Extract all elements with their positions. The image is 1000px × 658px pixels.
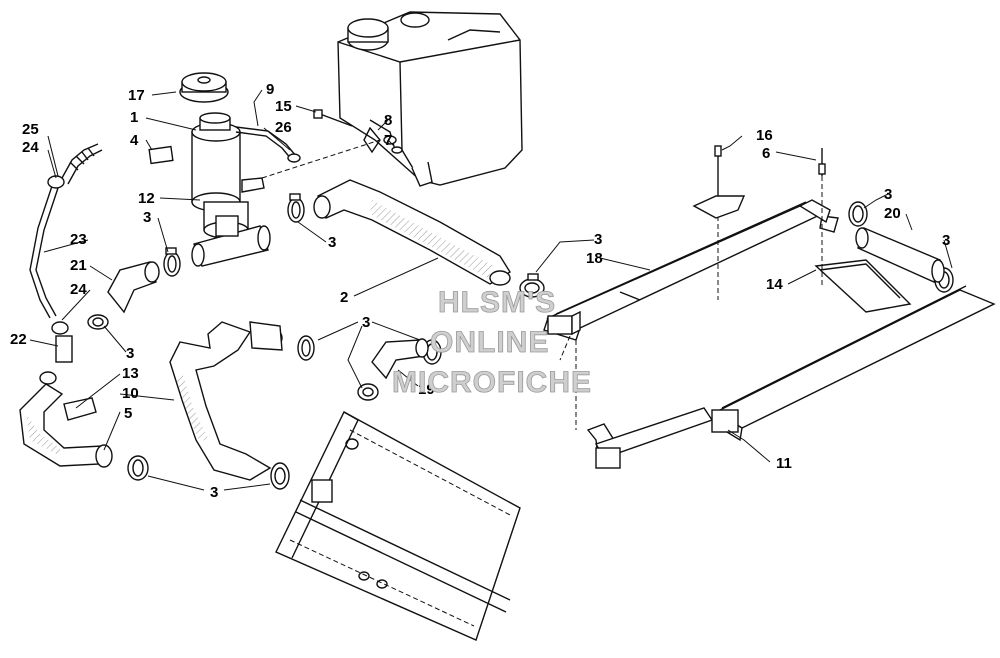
elbow-hose xyxy=(371,338,429,380)
callout-6: 6 xyxy=(762,145,770,162)
reservoir-tank xyxy=(337,11,523,187)
callout-21: 21 xyxy=(70,257,87,274)
callout-16: 16 xyxy=(756,127,773,144)
callout-24a: 24 xyxy=(22,139,39,156)
callout-23: 23 xyxy=(70,231,87,248)
callout-2: 2 xyxy=(340,289,348,306)
callout-19: 19 xyxy=(418,381,435,398)
callout-15: 15 xyxy=(275,98,292,115)
callout-3f: 3 xyxy=(362,314,370,331)
callout-3d: 3 xyxy=(328,234,336,251)
hose-clamps xyxy=(39,193,954,490)
callout-26: 26 xyxy=(275,119,292,136)
radiator-panel xyxy=(275,411,521,641)
callout-25: 25 xyxy=(22,121,39,138)
callout-3a: 3 xyxy=(143,209,151,226)
left-hoses xyxy=(19,143,283,481)
callout-11: 11 xyxy=(776,455,792,472)
callout-20: 20 xyxy=(884,205,901,222)
callout-10: 10 xyxy=(122,385,139,402)
callout-18: 18 xyxy=(586,250,603,267)
callout-17: 17 xyxy=(128,87,145,104)
callout-14: 14 xyxy=(766,276,783,293)
callout-8: 8 xyxy=(384,112,392,129)
callout-3c: 3 xyxy=(210,484,218,501)
callout-24b: 24 xyxy=(70,281,87,298)
watermark-line-2: ONLINE xyxy=(430,326,549,359)
callout-9: 9 xyxy=(266,81,274,98)
callout-3g: 3 xyxy=(884,186,892,203)
watermark: HLSM'S ONLINE MICROFICHE xyxy=(392,286,592,400)
callout-7: 7 xyxy=(384,132,392,149)
callout-22: 22 xyxy=(10,331,27,348)
callout-13: 13 xyxy=(122,365,139,382)
callout-labels: 17 1 4 12 3 9 15 26 8 7 25 24 23 21 24 2… xyxy=(10,81,950,501)
callout-3h: 3 xyxy=(942,232,950,249)
callout-3e: 3 xyxy=(594,231,602,248)
upper-hose xyxy=(191,179,511,286)
callout-5: 5 xyxy=(124,405,132,422)
watermark-line-1: HLSM'S xyxy=(438,286,556,319)
callout-12: 12 xyxy=(138,190,155,207)
callout-3b: 3 xyxy=(126,345,134,362)
leader-lines xyxy=(29,89,953,491)
callout-1: 1 xyxy=(130,109,138,126)
watermark-line-3: MICROFICHE xyxy=(392,366,592,399)
callout-4: 4 xyxy=(130,132,139,149)
heat-exchanger-rails xyxy=(543,199,996,469)
mounting-bolts xyxy=(692,145,826,300)
